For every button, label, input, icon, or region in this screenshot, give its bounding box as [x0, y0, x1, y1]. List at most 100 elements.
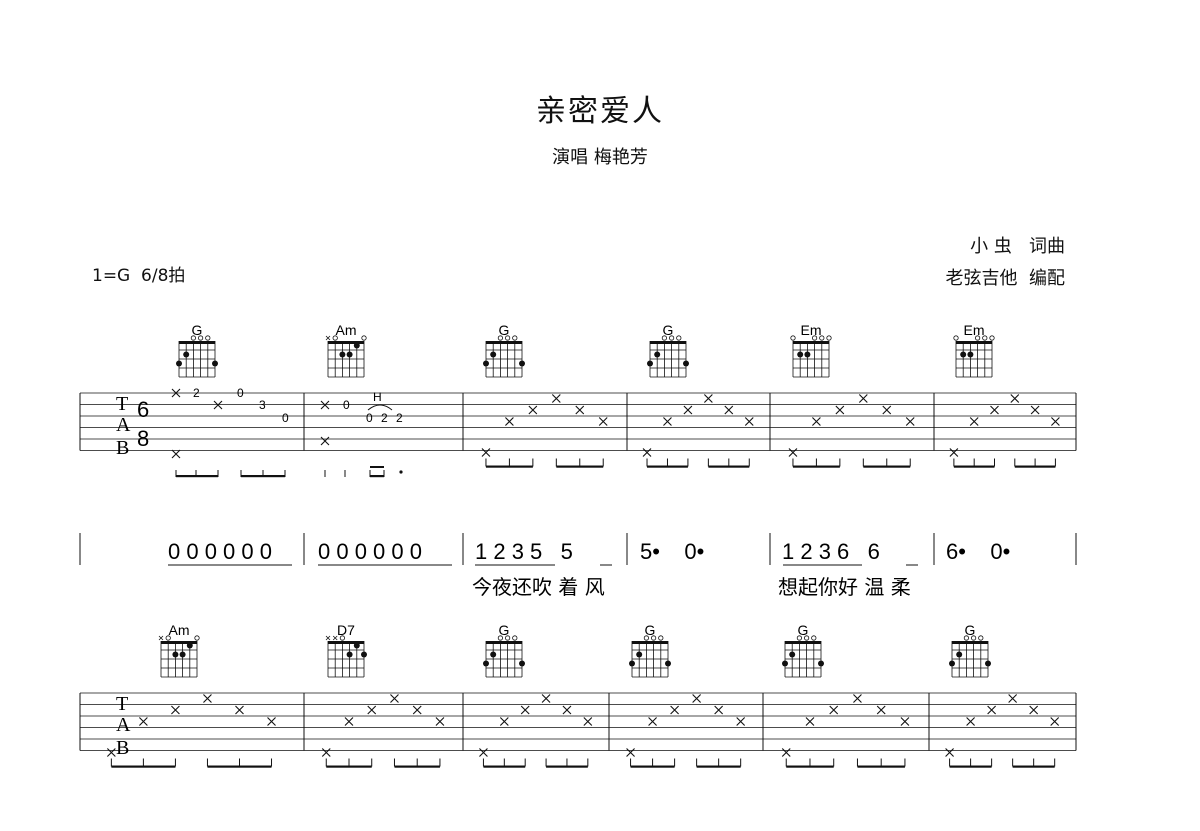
tab-x-note	[367, 705, 377, 715]
chord-finger-dot	[629, 660, 635, 667]
chord-name: Am	[169, 622, 190, 638]
note-beam	[483, 765, 526, 768]
chord-name: G	[798, 622, 809, 638]
chord-open-mark	[361, 335, 367, 341]
tab-x-note	[663, 417, 672, 426]
tab-x-note	[829, 705, 839, 715]
song-title: 亲密爱人	[536, 94, 664, 129]
note-beam	[556, 465, 604, 468]
chord-open-mark	[953, 335, 959, 341]
tab-x-note	[528, 405, 538, 415]
tab-x-note	[520, 705, 530, 715]
chord-finger-dot	[782, 660, 788, 667]
chord-mute-mark	[325, 335, 331, 341]
chord-finger-dot	[683, 360, 689, 367]
chord-finger-dot	[346, 351, 353, 358]
chord-finger-dot	[172, 651, 179, 658]
chord-nut	[179, 341, 215, 344]
tab-x-note	[1050, 717, 1060, 726]
tab-x-note	[321, 748, 331, 757]
chord-finger-dot	[353, 642, 360, 649]
tab-x-note	[683, 405, 693, 415]
chord-nut	[328, 341, 364, 344]
chord-name: G	[645, 622, 656, 638]
tab-x-note	[562, 705, 572, 715]
chord-finger-dot	[985, 660, 991, 667]
tab-clef-a: A	[116, 414, 131, 436]
note-beam	[696, 765, 741, 768]
tab-x-note	[642, 448, 652, 457]
chord-open-mark	[963, 635, 970, 641]
chord-finger-dot	[483, 660, 489, 667]
chord-open-mark	[819, 335, 825, 341]
tab-x-note	[1030, 405, 1040, 415]
chord-nut	[793, 341, 829, 344]
tab-x-note	[551, 394, 561, 403]
chord-nut	[161, 641, 197, 644]
chord-finger-dot	[179, 651, 186, 658]
jianpu-measure-1: 0 0 0 0 0 0	[168, 539, 272, 564]
chord-nut	[632, 641, 668, 644]
tab-clef-a-2: A	[116, 714, 131, 736]
chord-nut	[486, 641, 522, 644]
chord-finger-dot	[519, 360, 525, 367]
tab-x-note	[788, 448, 798, 457]
tab-x-note	[724, 405, 734, 415]
chord-open-mark	[512, 335, 518, 341]
note-beam	[647, 465, 688, 468]
chord-finger-dot	[789, 651, 796, 658]
hammer-on-mark: H	[373, 390, 382, 404]
tab-x-note	[626, 748, 635, 757]
tab-clef-system-1: T A B	[116, 393, 131, 459]
jianpu-measure-2: 0 0 0 0 0 0	[318, 539, 422, 564]
time-signature-bottom: 8	[137, 426, 149, 451]
tab-x-note	[949, 448, 959, 457]
tab-x-note	[499, 717, 509, 726]
note-beam	[546, 765, 588, 768]
chord-finger-dot	[960, 351, 967, 358]
chord-finger-dot	[665, 660, 671, 667]
tab-x-note	[670, 705, 679, 715]
chord-name: G	[499, 622, 510, 638]
tab-x-note	[320, 400, 330, 410]
chord-open-mark	[205, 335, 211, 341]
note-beam	[241, 475, 285, 478]
tab-x-note	[882, 405, 892, 415]
tab-x-note	[781, 748, 791, 757]
chord-open-mark	[989, 335, 995, 341]
tab-number: 0	[343, 398, 350, 412]
tab-x-note	[412, 705, 422, 715]
note-beam	[111, 765, 176, 768]
chord-open-mark	[504, 335, 511, 341]
chord-name: Em	[964, 322, 985, 338]
chord-open-mark	[497, 335, 503, 341]
chord-finger-dot	[636, 651, 643, 658]
chord-open-mark	[811, 335, 818, 341]
jianpu-measure-4: 5• 0•	[640, 539, 704, 564]
chord-finger-dot	[797, 351, 804, 358]
note-beam	[485, 465, 533, 468]
tab-x-note	[805, 717, 815, 726]
tab-x-note	[905, 417, 915, 426]
chord-name: D7	[337, 622, 355, 638]
tab-x-note	[235, 705, 244, 715]
chord-open-mark	[811, 635, 817, 641]
note-beam	[708, 465, 750, 468]
chord-finger-dot	[818, 660, 824, 667]
chord-open-mark	[668, 335, 675, 341]
note-beam	[370, 466, 384, 468]
chord-mute-mark	[332, 635, 338, 641]
chord-finger-dot	[212, 360, 218, 367]
note-beam	[786, 765, 834, 768]
tab-x-note	[171, 388, 181, 398]
note-beam	[1012, 765, 1055, 768]
tab-x-note	[692, 694, 702, 703]
chord-name: Am	[336, 322, 357, 338]
note-beam	[1014, 465, 1056, 468]
tab-x-note	[990, 405, 999, 415]
tab-x-note	[966, 717, 975, 726]
chord-open-mark	[512, 635, 518, 641]
chord-open-mark	[332, 335, 338, 341]
tab-number: 0	[237, 386, 244, 400]
chord-open-mark	[658, 635, 664, 641]
